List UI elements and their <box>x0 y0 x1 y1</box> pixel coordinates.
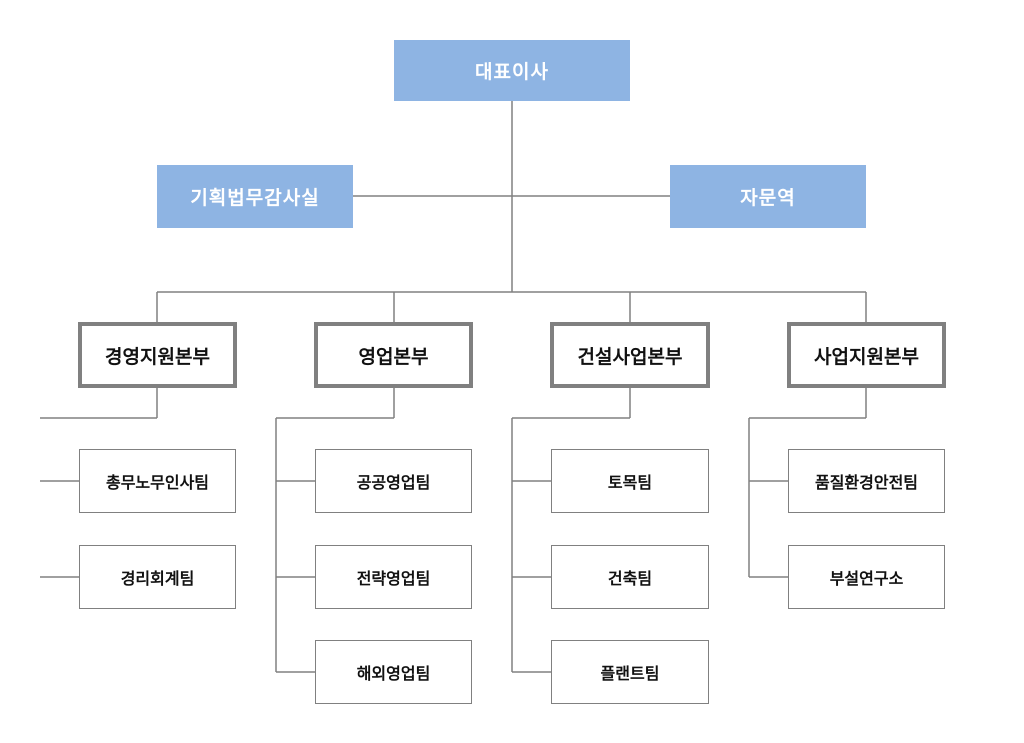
division-box-sales: 영업본부 <box>314 322 473 388</box>
team-box: 전략영업팀 <box>315 545 472 609</box>
team-box: 공공영업팀 <box>315 449 472 513</box>
team-box: 플랜트팀 <box>551 640 709 704</box>
team-box: 부설연구소 <box>788 545 945 609</box>
division-box-business-support: 사업지원본부 <box>787 322 946 388</box>
team-box: 경리회계팀 <box>79 545 236 609</box>
division-box-management-support: 경영지원본부 <box>78 322 237 388</box>
team-box: 총무노무인사팀 <box>79 449 236 513</box>
staff-box-planning-legal-audit: 기획법무감사실 <box>157 165 353 228</box>
team-box: 품질환경안전팀 <box>788 449 945 513</box>
staff-box-advisor: 자문역 <box>670 165 866 228</box>
team-box: 토목팀 <box>551 449 709 513</box>
ceo-box: 대표이사 <box>394 40 630 101</box>
team-box: 건축팀 <box>551 545 709 609</box>
team-box: 해외영업팀 <box>315 640 472 704</box>
division-box-construction: 건설사업본부 <box>550 322 710 388</box>
